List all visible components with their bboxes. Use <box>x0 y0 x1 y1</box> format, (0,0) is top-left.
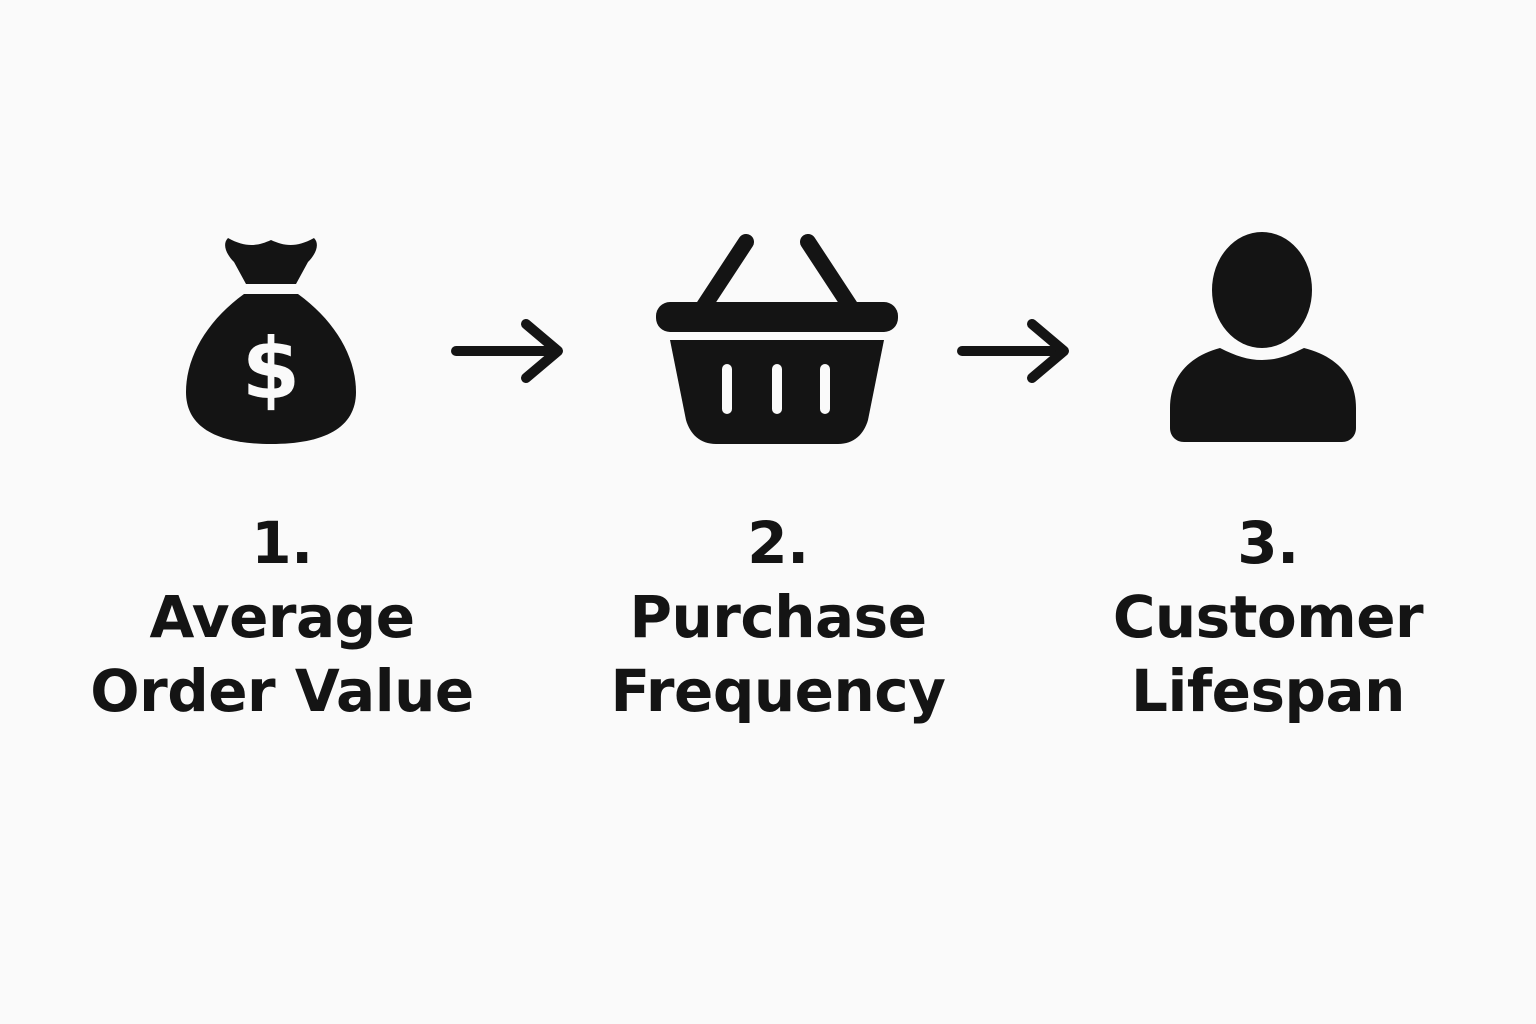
step-1-title-line1: Average <box>149 583 415 651</box>
user-icon <box>1168 232 1358 444</box>
arrow-right-icon <box>450 318 568 388</box>
step-3-title-line2: Lifespan <box>1131 657 1405 725</box>
step-2-number: 2. <box>747 509 809 577</box>
step-1-label: 1. Average Order Value <box>84 506 480 728</box>
step-3-label: 3. Customer Lifespan <box>1070 506 1466 728</box>
step-3-title-line1: Customer <box>1112 583 1424 651</box>
shopping-basket-icon <box>654 234 900 446</box>
step-1-title-line2: Order Value <box>90 657 474 725</box>
step-3-number: 3. <box>1237 509 1299 577</box>
step-2-title-line1: Purchase <box>629 583 927 651</box>
money-bag-icon: $ <box>184 232 358 446</box>
arrow-right-icon <box>956 318 1074 388</box>
svg-text:$: $ <box>242 320 300 418</box>
step-2-label: 2. Purchase Frequency <box>580 506 976 728</box>
step-2-title-line2: Frequency <box>610 657 946 725</box>
step-1-number: 1. <box>251 509 313 577</box>
